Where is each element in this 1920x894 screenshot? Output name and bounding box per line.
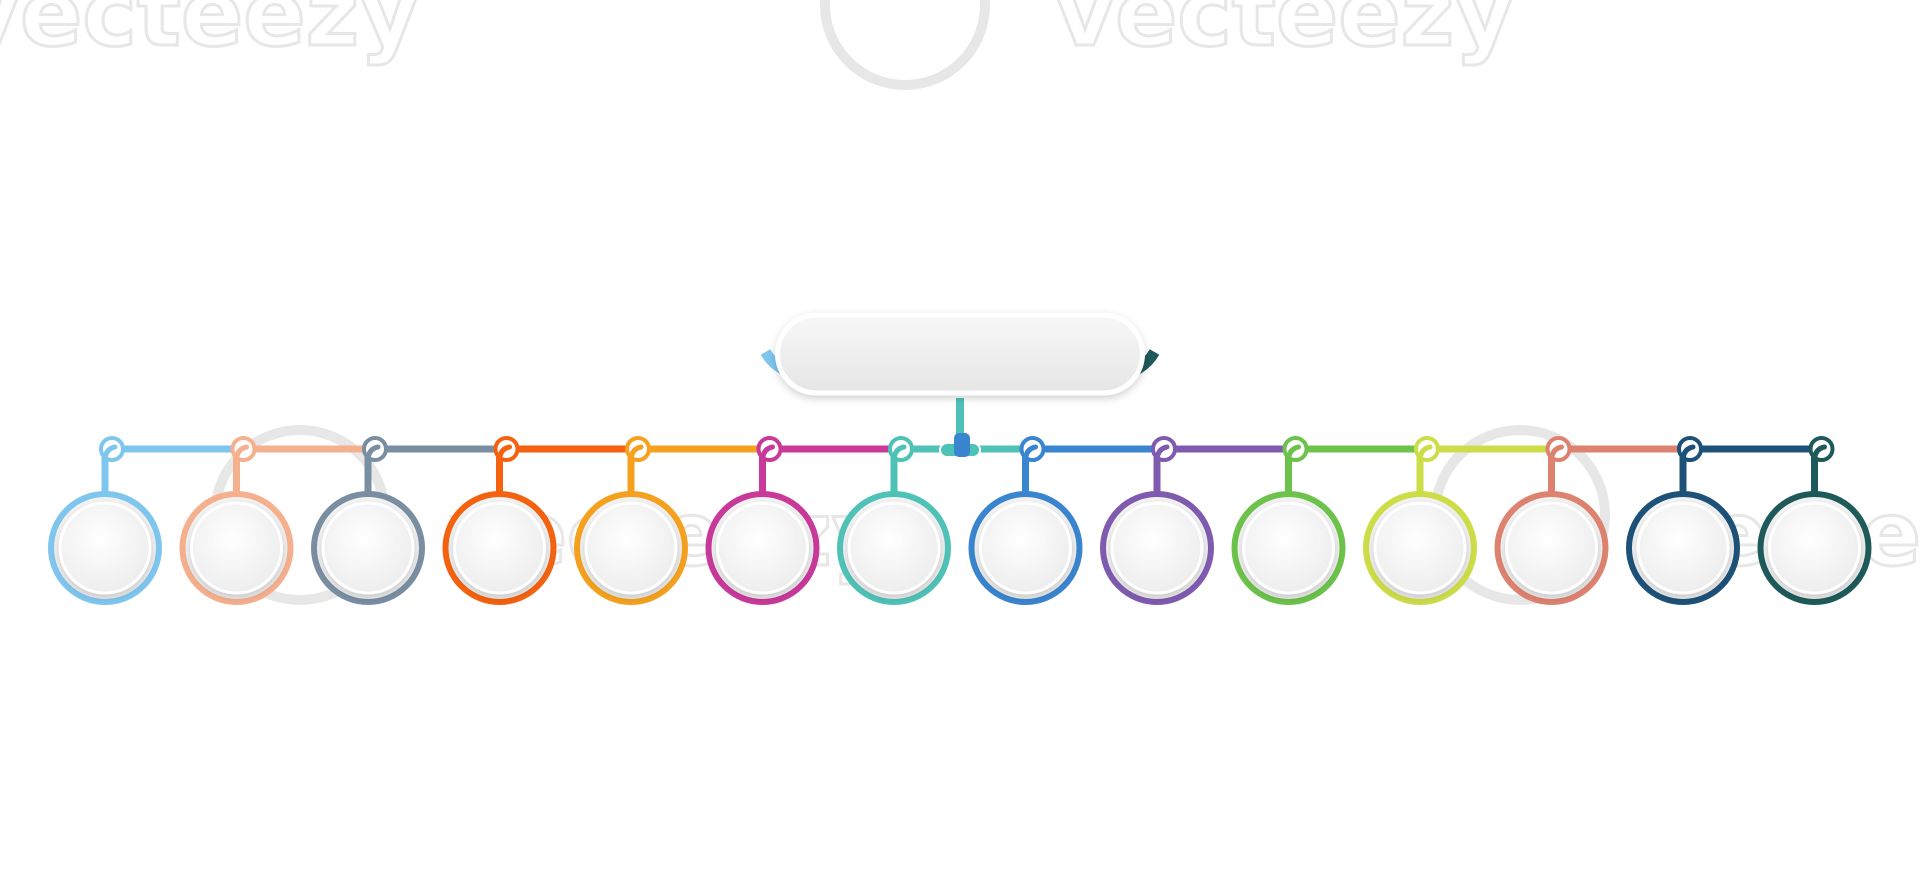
root-box [775, 312, 1145, 396]
child-node [1363, 436, 1477, 605]
node-disc [58, 501, 152, 595]
node-disc [1110, 501, 1204, 595]
child-node [1100, 436, 1214, 605]
root-node [760, 312, 1160, 396]
node-disc [584, 501, 678, 595]
joint-hook [1417, 444, 1433, 464]
joint-hook [1680, 444, 1696, 464]
joint-hook [1286, 444, 1301, 464]
child-node [1626, 436, 1740, 605]
joint-hook [365, 444, 381, 464]
watermark-text: vecteezy [1055, 0, 1514, 67]
joint-hook [1154, 444, 1170, 464]
root-junction-cap [954, 433, 970, 457]
node-disc [321, 501, 415, 595]
node-disc [1636, 501, 1730, 595]
node-disc [1505, 501, 1598, 595]
child-node [48, 436, 162, 605]
node-disc [716, 501, 809, 595]
child-node [442, 436, 557, 605]
joint-hook [1023, 444, 1038, 464]
child-node [837, 436, 951, 605]
child-node [1494, 436, 1609, 605]
joint-hook [628, 444, 644, 464]
joint-hook [102, 444, 118, 464]
node-disc [1242, 501, 1335, 595]
child-nodes [48, 436, 1872, 605]
joint-hook [1812, 444, 1827, 464]
child-node [311, 436, 425, 605]
watermark-logo-icon [820, 0, 990, 90]
watermark-text: vecteezy [0, 0, 419, 67]
joint-hook [1549, 444, 1564, 464]
joint-hook [497, 444, 512, 464]
child-node [968, 436, 1083, 605]
node-disc [190, 501, 283, 595]
node-disc [1768, 501, 1861, 595]
joint-hook [891, 444, 907, 464]
node-disc [1373, 501, 1467, 595]
node-disc [453, 501, 546, 595]
child-node [1231, 436, 1346, 605]
node-disc [979, 501, 1072, 595]
watermark-layer: vecteezyvecteezyvecteezyvecteezy [0, 0, 1920, 605]
child-node [574, 436, 688, 605]
joint-hook [760, 444, 775, 464]
node-disc [847, 501, 941, 595]
child-node [1757, 436, 1872, 605]
joint-hook [234, 444, 249, 464]
child-node [705, 436, 820, 605]
child-node [179, 436, 294, 605]
